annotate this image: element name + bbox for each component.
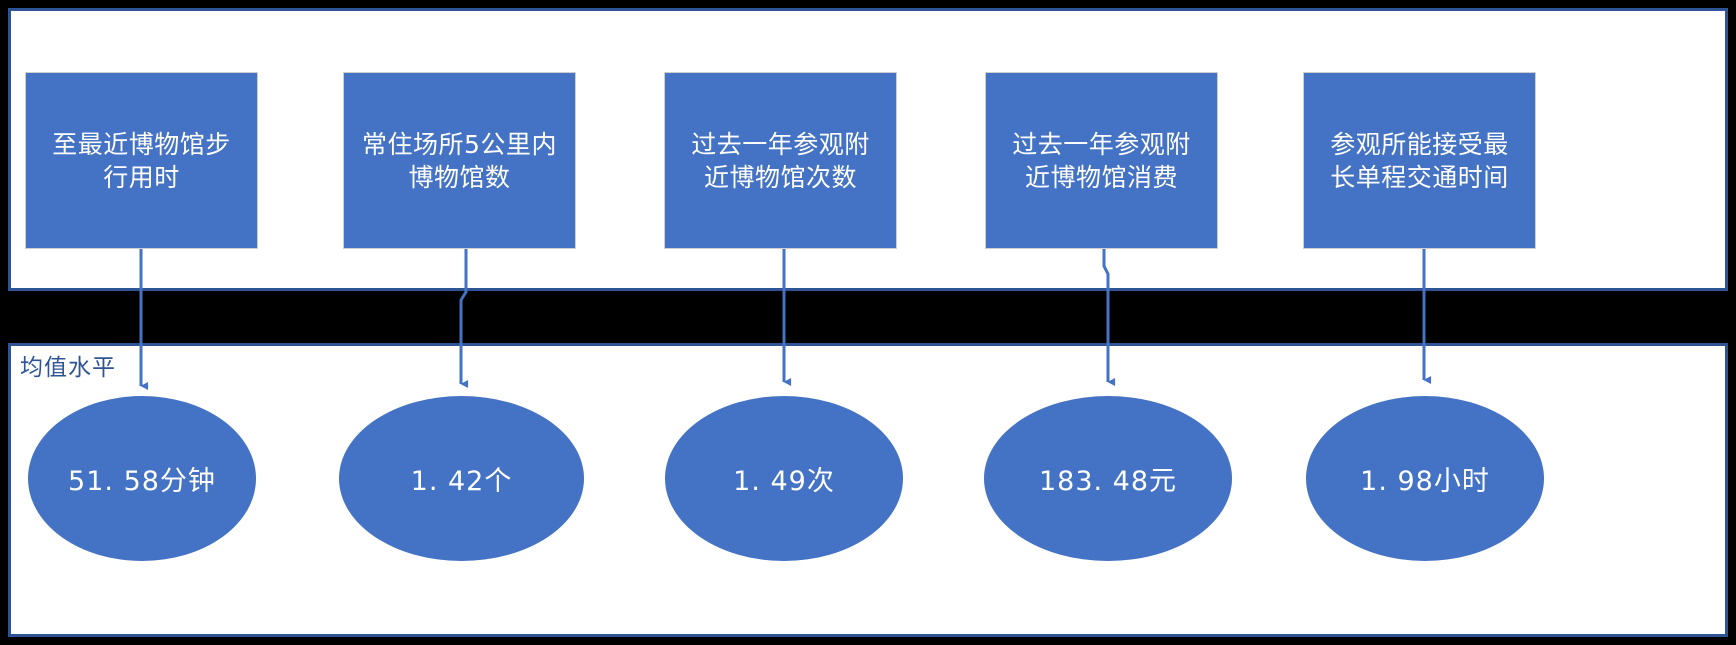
value-ellipse-5[interactable]: 1. 98小时 — [1306, 396, 1544, 561]
factor-box-3[interactable]: 过去一年参观附 近博物馆次数 — [664, 72, 897, 249]
black-separator-band — [0, 291, 1736, 343]
factor-box-1[interactable]: 至最近博物馆步 行用时 — [25, 72, 258, 249]
value-ellipse-4[interactable]: 183. 48元 — [984, 396, 1232, 561]
value-ellipse-1[interactable]: 51. 58分钟 — [28, 396, 256, 561]
value-ellipse-2[interactable]: 1. 42个 — [339, 396, 584, 561]
factor-box-5[interactable]: 参观所能接受最 长单程交通时间 — [1303, 72, 1536, 249]
mean-level-label: 均值水平 — [20, 355, 116, 381]
value-ellipse-3[interactable]: 1. 49次 — [665, 396, 903, 561]
factor-box-2[interactable]: 常住场所5公里内 博物馆数 — [343, 72, 576, 249]
factor-box-4[interactable]: 过去一年参观附 近博物馆消费 — [985, 72, 1218, 249]
